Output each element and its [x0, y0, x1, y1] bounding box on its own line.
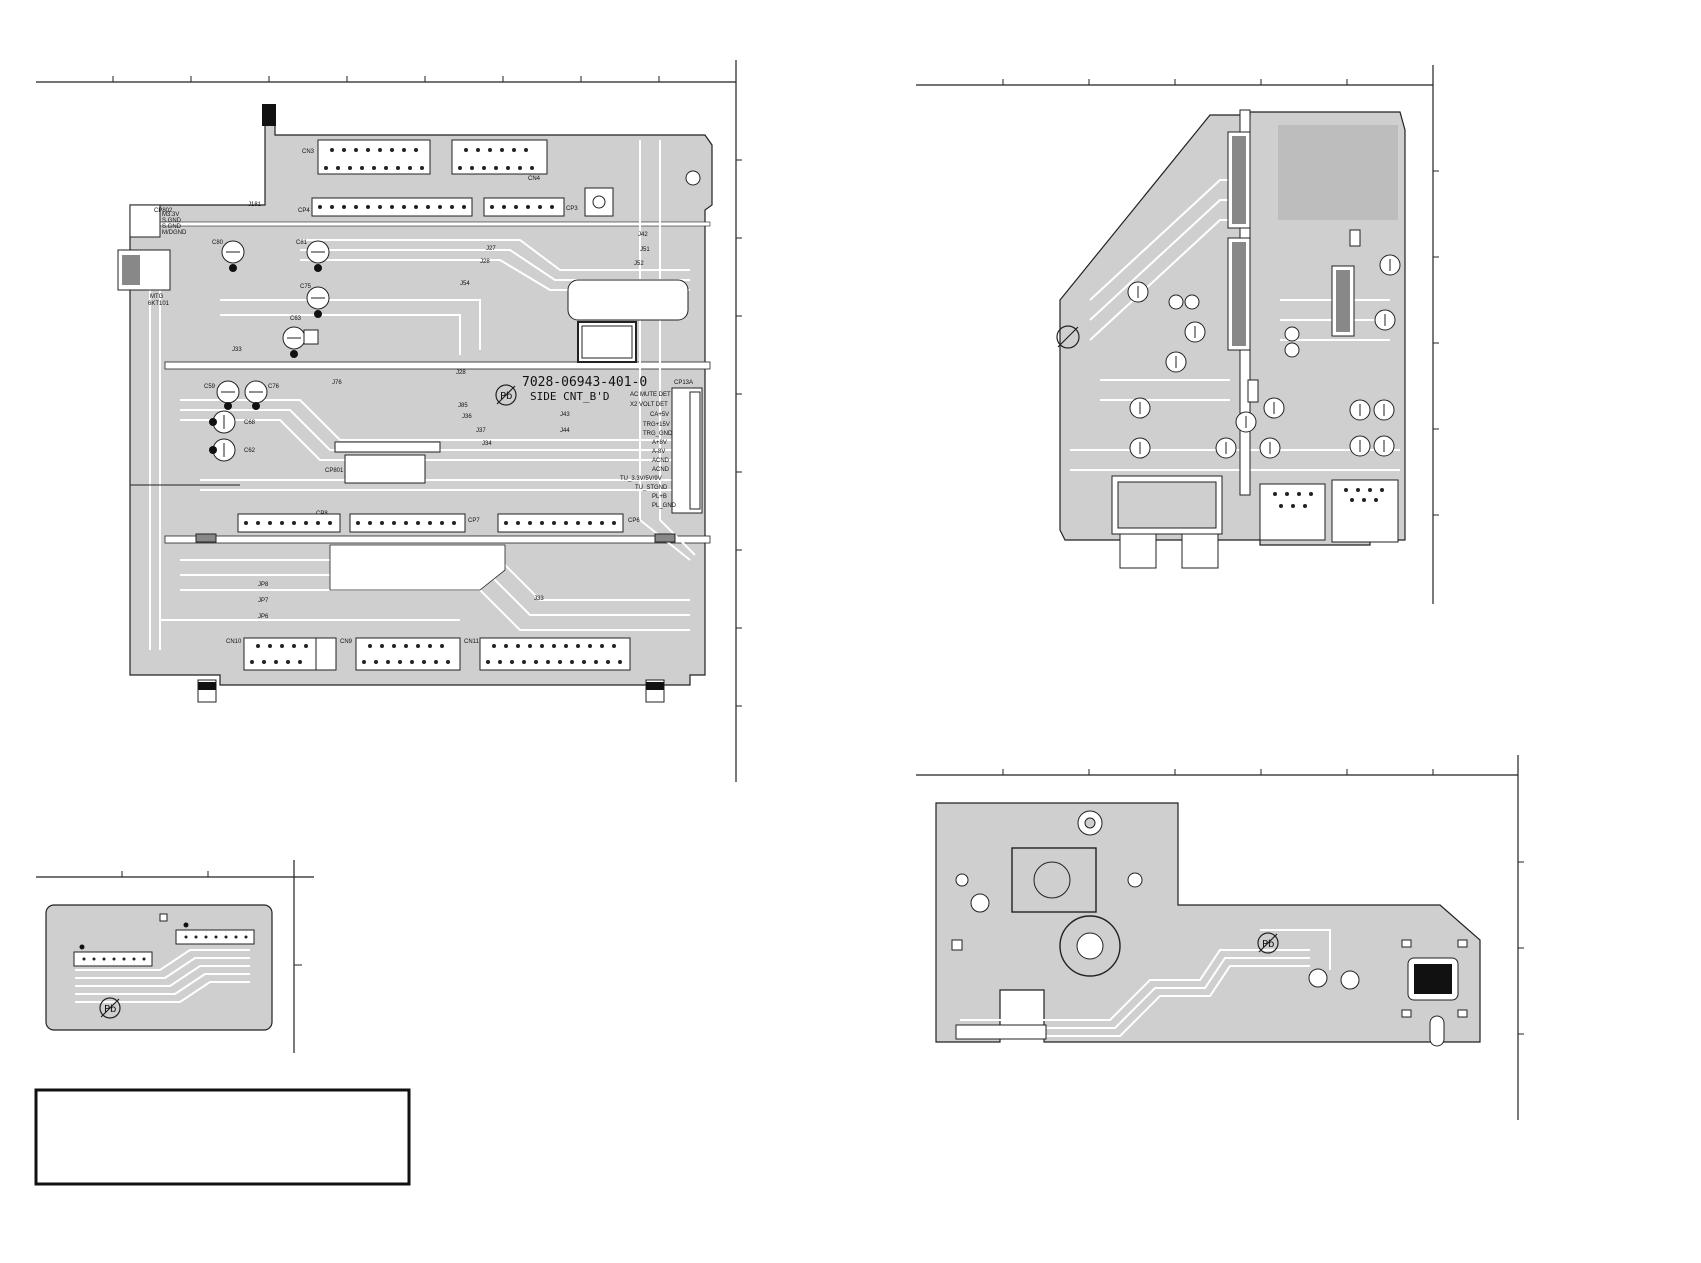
svg-text:CP3: CP3 — [566, 206, 578, 212]
svg-text:C80: C80 — [212, 240, 224, 246]
connector-cp8 — [237, 513, 341, 533]
svg-text:A+8V: A+8V — [652, 440, 667, 446]
svg-text:PL+B: PL+B — [652, 494, 667, 500]
pb-free-icon-right: Pb — [1257, 932, 1279, 954]
ground-symbol — [1056, 325, 1080, 349]
svg-text:J76: J76 — [332, 380, 342, 386]
svg-text:A-8V: A-8V — [652, 449, 665, 455]
svg-text:6KT101: 6KT101 — [148, 301, 170, 307]
svg-text:J181: J181 — [248, 202, 262, 208]
svg-text:X2 VOLT DET: X2 VOLT DET — [630, 402, 668, 408]
svg-text:J28: J28 — [456, 370, 466, 376]
svg-text:Pb: Pb — [104, 1004, 116, 1015]
svg-text:J44: J44 — [560, 428, 570, 434]
right-top-board — [916, 65, 1439, 604]
svg-text:C76: C76 — [268, 384, 280, 390]
svg-text:Pb: Pb — [500, 391, 512, 402]
main-board: 7028-06943-401-0 SIDE CNT_B'D Pb CP13A A… — [117, 104, 713, 703]
svg-text:PL_GND: PL_GND — [652, 503, 677, 509]
svg-text:CP4: CP4 — [298, 208, 310, 214]
svg-text:MTG: MTG — [150, 294, 164, 300]
svg-text:J34: J34 — [482, 441, 492, 447]
svg-text:C68: C68 — [244, 420, 256, 426]
svg-text:CP6: CP6 — [628, 518, 640, 524]
note-box — [34, 1088, 411, 1186]
svg-text:CP802: CP802 — [154, 208, 173, 214]
connector-cn9 — [355, 637, 461, 671]
svg-text:J51: J51 — [640, 247, 650, 253]
connector-cp3 — [483, 197, 565, 217]
svg-text:CN10: CN10 — [226, 639, 242, 645]
svg-text:J43: J43 — [560, 412, 570, 418]
svg-text:S.GND: S.GND — [162, 224, 182, 230]
svg-text:ACND: ACND — [652, 458, 670, 464]
svg-text:TU_3.3V/5V/9V: TU_3.3V/5V/9V — [620, 476, 662, 482]
small-board: Pb — [36, 860, 314, 1053]
left-block-labels: M3.3V S.GND S.GND M/DGND MTG 6KT101 — [148, 212, 187, 307]
svg-text:Pb: Pb — [1262, 939, 1274, 950]
svg-text:S.GND: S.GND — [162, 218, 182, 224]
svg-text:J28: J28 — [480, 259, 490, 265]
pb-free-icon-small: Pb — [99, 997, 121, 1019]
main-board-frame — [36, 60, 742, 782]
svg-text:J37: J37 — [476, 428, 486, 434]
svg-text:CA+5V: CA+5V — [650, 412, 669, 418]
svg-text:CN4: CN4 — [528, 176, 541, 182]
connector-cp6 — [497, 513, 624, 533]
svg-text:JP7: JP7 — [258, 598, 269, 604]
svg-text:J52: J52 — [634, 261, 644, 267]
capacitors — [209, 240, 330, 462]
svg-text:J85: J85 — [458, 403, 468, 409]
svg-text:CP801: CP801 — [325, 468, 344, 474]
cap-labels: C80 C81 C75 C63 C59 C76 C68 C62 — [204, 240, 312, 454]
board-name: SIDE CNT_B'D — [530, 390, 609, 403]
side-signal-labels: AC MUTE DET X2 VOLT DET CA+5V TRG+15V TR… — [620, 392, 677, 509]
svg-text:AC MUTE DET: AC MUTE DET — [630, 392, 671, 398]
svg-text:J42: J42 — [638, 232, 648, 238]
svg-text:JP6: JP6 — [258, 614, 269, 620]
svg-text:C81: C81 — [296, 240, 308, 246]
svg-text:CN9: CN9 — [340, 639, 353, 645]
svg-text:TRG+15V: TRG+15V — [643, 422, 670, 428]
svg-text:CP7: CP7 — [468, 518, 480, 524]
pb-free-icon: Pb — [495, 384, 517, 406]
svg-text:C59: C59 — [204, 384, 216, 390]
svg-text:C75: C75 — [300, 284, 312, 290]
svg-text:C62: C62 — [244, 448, 256, 454]
svg-text:J36: J36 — [462, 414, 472, 420]
connector-cn10 — [243, 637, 317, 671]
svg-text:ACND: ACND — [652, 467, 670, 473]
capacitors-right — [1127, 254, 1401, 459]
board-part-number: 7028-06943-401-0 — [522, 375, 647, 390]
svg-text:C63: C63 — [290, 316, 302, 322]
svg-text:J54: J54 — [460, 281, 470, 287]
right-bottom-board: Pb — [916, 755, 1524, 1120]
svg-text:CP13A: CP13A — [674, 380, 693, 386]
svg-text:TU_STGND: TU_STGND — [635, 485, 668, 491]
svg-text:CN3: CN3 — [302, 149, 315, 155]
svg-text:M3.3V: M3.3V — [162, 212, 179, 218]
svg-text:TRG_GND: TRG_GND — [643, 431, 673, 437]
svg-text:JP8: JP8 — [258, 582, 269, 588]
svg-text:J33: J33 — [534, 596, 544, 602]
svg-text:CN11: CN11 — [464, 639, 480, 645]
svg-text:M/DGND: M/DGND — [162, 230, 187, 236]
svg-text:J33: J33 — [232, 347, 242, 353]
jumper-labels: J181 J42 J51 J52 J27 J28 J54 J33 J76 J85… — [232, 202, 650, 620]
svg-text:J27: J27 — [486, 246, 496, 252]
connector-cn11 — [479, 637, 631, 671]
